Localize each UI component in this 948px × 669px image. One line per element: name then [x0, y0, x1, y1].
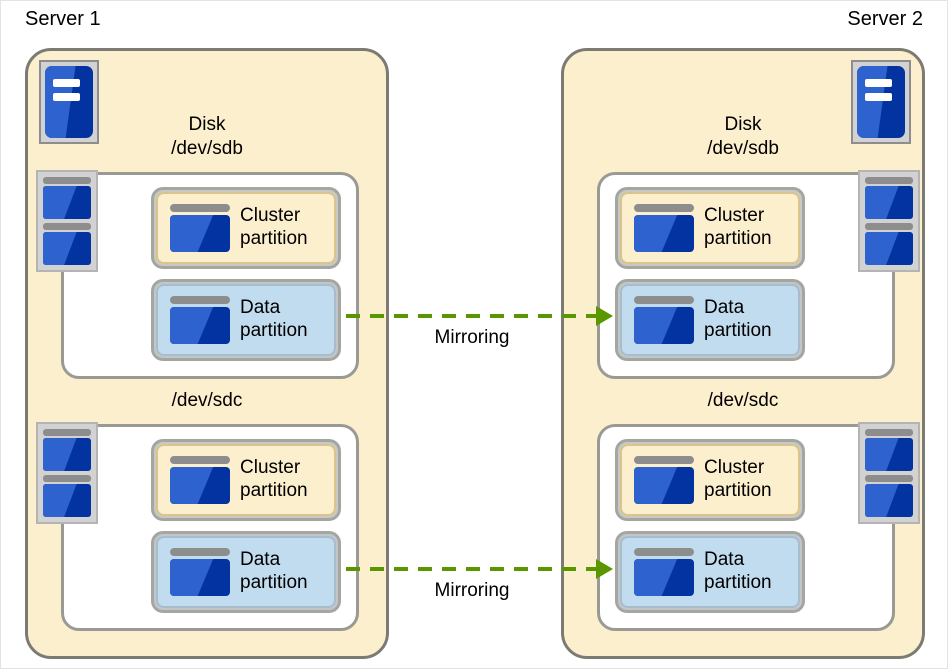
- server2-disk-sdb-group: Cluster partition Data partition: [597, 170, 920, 379]
- server-icon: [851, 60, 911, 144]
- disk-icon: [36, 170, 98, 272]
- partition-label: Cluster partition: [240, 457, 308, 503]
- partition-label-line2: partition: [704, 572, 772, 593]
- arrowhead-icon: [596, 306, 613, 326]
- server1-disk-sdc-label: /dev/sdc: [28, 389, 386, 413]
- partition-label-line1: Cluster: [240, 205, 301, 227]
- partition-cluster[interactable]: Cluster partition: [615, 439, 805, 521]
- partition-data[interactable]: Data partition: [151, 531, 341, 613]
- partition-icon: [170, 296, 230, 344]
- partition-label-line2: partition: [704, 228, 772, 249]
- server-icon-bar-top: [864, 78, 892, 87]
- partition-icon: [170, 548, 230, 596]
- server2-title: Server 2: [847, 8, 923, 30]
- partition-label-line1: Cluster: [704, 457, 765, 479]
- server-icon-bar-top: [52, 78, 80, 87]
- server2-disk-sdc-label: /dev/sdc: [564, 389, 922, 413]
- disk-icon-platter-bottom: [865, 475, 913, 517]
- server-icon-body: [857, 66, 905, 138]
- server-icon-body: [45, 66, 93, 138]
- partition-label-line2: partition: [704, 320, 772, 341]
- disk-label-line2: /dev/sdc: [707, 390, 779, 411]
- partition-cluster[interactable]: Cluster partition: [615, 187, 805, 269]
- partition-label-line1: Data: [704, 297, 745, 319]
- partition-icon: [170, 204, 230, 252]
- partition-label: Data partition: [240, 549, 308, 595]
- disk-icon-platter-bottom: [865, 223, 913, 265]
- partition-label-line1: Data: [704, 549, 745, 571]
- disk-icon-platter-top: [865, 177, 913, 219]
- partition-label-line2: partition: [240, 228, 308, 249]
- disk-icon-platter-bottom: [43, 223, 91, 265]
- partition-data[interactable]: Data partition: [151, 279, 341, 361]
- partition-label: Cluster partition: [704, 205, 772, 251]
- partition-label: Cluster partition: [704, 457, 772, 503]
- disk-icon: [858, 170, 920, 272]
- disk-label-line1: Disk: [724, 114, 762, 135]
- partition-label-line2: partition: [704, 480, 772, 501]
- disk-icon-platter-top: [865, 429, 913, 471]
- partition-label-line1: Cluster: [240, 457, 301, 479]
- partition-label-line1: Cluster: [704, 205, 765, 227]
- partition-icon: [634, 456, 694, 504]
- partition-icon: [634, 296, 694, 344]
- disk-icon: [36, 422, 98, 524]
- server2-disk-sdc-group: Cluster partition Data partition: [597, 422, 920, 631]
- partition-label-line2: partition: [240, 480, 308, 501]
- server-icon-bar-bottom: [864, 92, 892, 101]
- partition-label: Data partition: [704, 549, 772, 595]
- partition-data[interactable]: Data partition: [615, 531, 805, 613]
- disk-label-line1: Disk: [188, 114, 226, 135]
- partition-label-line2: partition: [240, 572, 308, 593]
- partition-label-line1: Data: [240, 549, 281, 571]
- disk-icon-platter-top: [43, 177, 91, 219]
- server2-container: Disk /dev/sdb Cluster partition: [561, 48, 925, 659]
- server-icon-bar-bottom: [52, 92, 80, 101]
- server-icon: [39, 60, 99, 144]
- disk-icon-platter-bottom: [43, 475, 91, 517]
- mirroring-label-sdc: Mirroring: [434, 580, 510, 601]
- server1-container: Disk /dev/sdb Cluster partition: [25, 48, 389, 659]
- partition-cluster[interactable]: Cluster partition: [151, 439, 341, 521]
- partition-icon: [634, 204, 694, 252]
- partition-label-line2: partition: [240, 320, 308, 341]
- partition-label-line1: Data: [240, 297, 281, 319]
- mirroring-label-sdb: Mirroring: [434, 327, 510, 348]
- server1-disk-sdc-group: Cluster partition Data partition: [36, 422, 359, 631]
- partition-cluster[interactable]: Cluster partition: [151, 187, 341, 269]
- disk-label-line2: /dev/sdc: [171, 390, 243, 411]
- disk-icon: [858, 422, 920, 524]
- arrowhead-icon: [596, 559, 613, 579]
- partition-label: Data partition: [240, 297, 308, 343]
- partition-icon: [634, 548, 694, 596]
- server1-title: Server 1: [25, 8, 101, 30]
- partition-label: Data partition: [704, 297, 772, 343]
- server1-disk-sdb-group: Cluster partition Data partition: [36, 170, 359, 379]
- partition-label: Cluster partition: [240, 205, 308, 251]
- mirroring-arrow-sdb: [346, 306, 613, 326]
- partition-icon: [170, 456, 230, 504]
- disk-icon-platter-top: [43, 429, 91, 471]
- partition-data[interactable]: Data partition: [615, 279, 805, 361]
- mirroring-arrow-sdc: [346, 559, 613, 579]
